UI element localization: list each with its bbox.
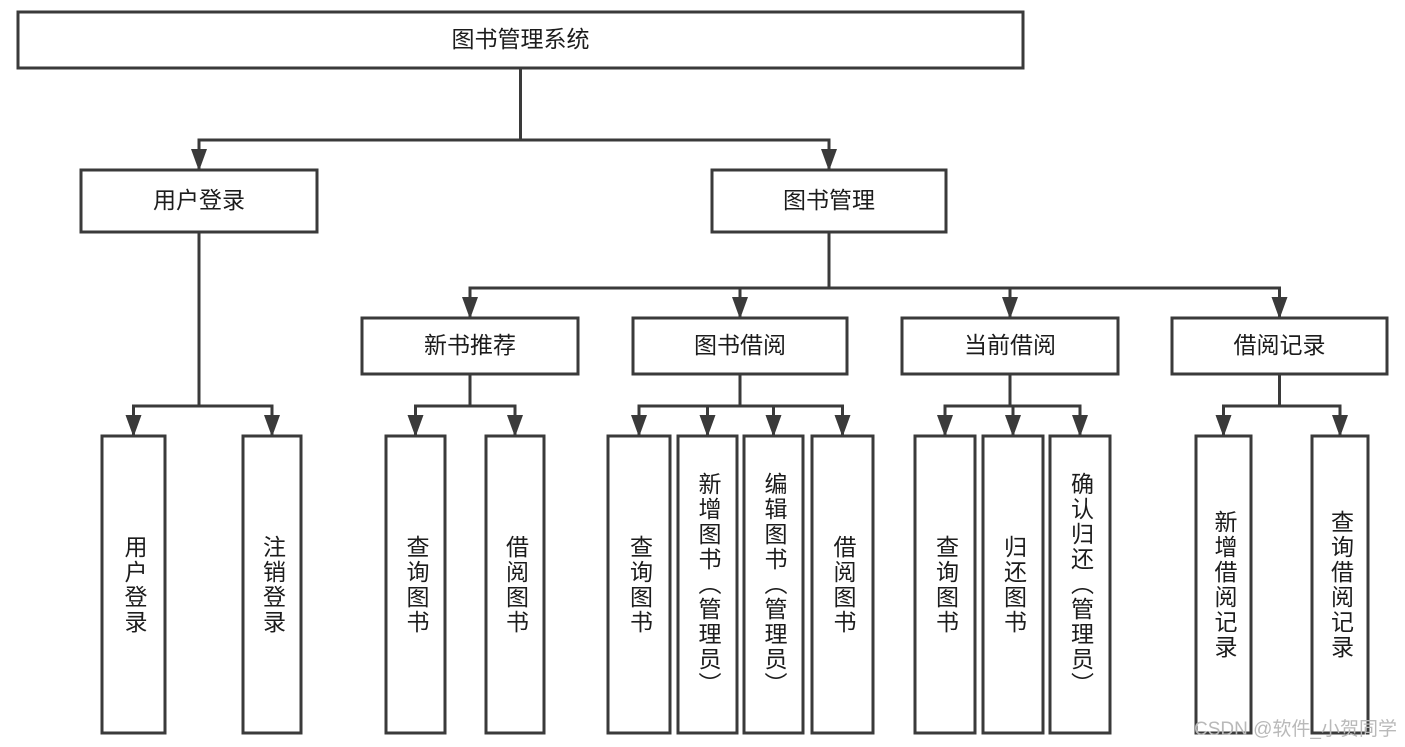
node-box-leaf-edit-book-admin[interactable] xyxy=(742,434,805,735)
arrow-head-icon xyxy=(1332,415,1348,437)
node-label-current-borrow: 当前借阅 xyxy=(964,332,1056,358)
node-box-leaf-add-borrow-record[interactable] xyxy=(1194,434,1253,735)
arrow-head-icon xyxy=(1002,297,1018,319)
arrow-head-icon xyxy=(191,149,207,171)
node-box-leaf-confirm-return-admin[interactable] xyxy=(1048,434,1112,735)
arrow-head-icon xyxy=(407,415,424,437)
node-box-book-borrow[interactable] xyxy=(631,316,849,376)
arrow-head-icon xyxy=(834,415,851,437)
node-box-book-manage[interactable] xyxy=(710,168,948,234)
node-label-root: 图书管理系统 xyxy=(452,26,590,52)
node-box-leaf-borrow-book-rec[interactable] xyxy=(484,434,546,735)
node-box-leaf-return-book[interactable] xyxy=(981,434,1045,735)
arrow-head-icon xyxy=(821,149,837,171)
node-box-leaf-query-book-b[interactable] xyxy=(606,434,672,735)
connector-layer xyxy=(125,66,1348,437)
node-box-root[interactable] xyxy=(16,10,1025,70)
node-label-user-login: 用户登录 xyxy=(153,187,245,213)
node-box-borrow-record[interactable] xyxy=(1170,316,1389,376)
node-box-leaf-logout[interactable] xyxy=(241,434,303,735)
node-box-leaf-add-book-admin[interactable] xyxy=(676,434,739,735)
arrow-head-icon xyxy=(937,415,953,437)
node-label-new-book-rec: 新书推荐 xyxy=(424,332,516,358)
arrow-head-icon xyxy=(125,415,142,437)
node-box-new-book-rec[interactable] xyxy=(360,316,580,376)
arrow-head-icon xyxy=(631,415,647,437)
node-label-book-borrow: 图书借阅 xyxy=(694,332,786,358)
arrow-head-icon xyxy=(507,415,523,437)
arrow-head-icon xyxy=(264,415,280,437)
node-box-layer xyxy=(16,10,1389,735)
node-box-leaf-query-book-c[interactable] xyxy=(913,434,977,735)
arrow-head-icon xyxy=(699,415,716,437)
node-label-borrow-record: 借阅记录 xyxy=(1234,332,1326,358)
node-box-leaf-query-borrow-record[interactable] xyxy=(1310,434,1370,735)
node-box-current-borrow[interactable] xyxy=(900,316,1120,376)
arrow-head-icon xyxy=(1271,297,1288,319)
node-box-leaf-query-book-rec[interactable] xyxy=(384,434,447,735)
watermark-text: CSDN @软件_小贺同学 xyxy=(1194,719,1397,740)
arrow-head-icon xyxy=(1215,415,1232,437)
node-box-leaf-user-login[interactable] xyxy=(100,434,167,735)
arrow-head-icon xyxy=(765,415,782,437)
node-box-user-login[interactable] xyxy=(79,168,319,234)
arrow-head-icon xyxy=(732,297,748,319)
arrow-head-icon xyxy=(1072,415,1088,437)
node-box-leaf-borrow-book-b[interactable] xyxy=(810,434,875,735)
arrow-head-icon xyxy=(462,297,478,319)
node-label-book-manage: 图书管理 xyxy=(783,187,875,213)
arrow-head-icon xyxy=(1005,415,1021,437)
